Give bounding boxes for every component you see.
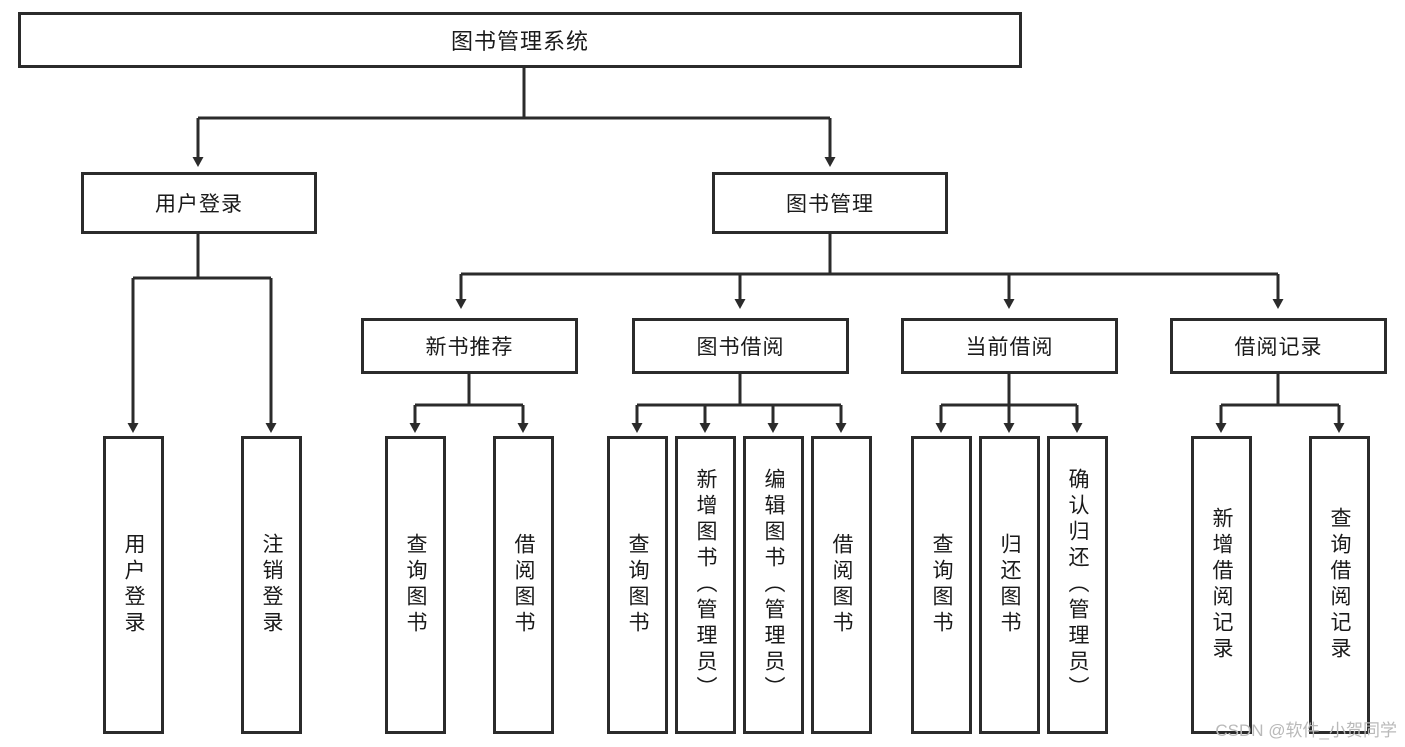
node-label: 查询图书 [626, 533, 649, 637]
node-label: 新增图书（管理员） [694, 468, 717, 702]
node-root-system[interactable]: 图书管理系统 [18, 12, 1022, 68]
csdn-watermark: CSDN @软件_小贺同学 [1215, 721, 1397, 740]
node-label: 查询图书 [404, 533, 427, 637]
node-label: 查询借阅记录 [1328, 507, 1351, 663]
node-leaf-user-login[interactable]: 用户登录 [103, 436, 164, 734]
node-label: 用户登录 [122, 533, 145, 637]
node-leaf-borrow-book-2[interactable]: 借阅图书 [811, 436, 872, 734]
node-book-borrow[interactable]: 图书借阅 [632, 318, 849, 374]
node-label: 借阅图书 [830, 533, 853, 637]
node-leaf-query-record[interactable]: 查询借阅记录 [1309, 436, 1370, 734]
node-user-login[interactable]: 用户登录 [81, 172, 317, 234]
node-new-book-recommend[interactable]: 新书推荐 [361, 318, 578, 374]
node-label: 借阅图书 [512, 533, 535, 637]
node-leaf-add-book[interactable]: 新增图书（管理员） [675, 436, 736, 734]
node-leaf-confirm-return[interactable]: 确认归还（管理员） [1047, 436, 1108, 734]
node-label: 确认归还（管理员） [1066, 468, 1089, 702]
node-label: 归还图书 [998, 533, 1021, 637]
node-label: 注销登录 [260, 533, 283, 637]
node-leaf-query-book-2[interactable]: 查询图书 [607, 436, 668, 734]
node-book-manage[interactable]: 图书管理 [712, 172, 948, 234]
node-leaf-logout-login[interactable]: 注销登录 [241, 436, 302, 734]
node-leaf-query-book-3[interactable]: 查询图书 [911, 436, 972, 734]
node-leaf-borrow-book-1[interactable]: 借阅图书 [493, 436, 554, 734]
node-label: 查询图书 [930, 533, 953, 637]
node-leaf-return-book[interactable]: 归还图书 [979, 436, 1040, 734]
node-leaf-query-book-1[interactable]: 查询图书 [385, 436, 446, 734]
node-label: 编辑图书（管理员） [762, 468, 785, 702]
node-current-borrow[interactable]: 当前借阅 [901, 318, 1118, 374]
node-borrow-record[interactable]: 借阅记录 [1170, 318, 1387, 374]
node-leaf-edit-book[interactable]: 编辑图书（管理员） [743, 436, 804, 734]
node-label: 新增借阅记录 [1210, 507, 1233, 663]
node-leaf-add-record[interactable]: 新增借阅记录 [1191, 436, 1252, 734]
